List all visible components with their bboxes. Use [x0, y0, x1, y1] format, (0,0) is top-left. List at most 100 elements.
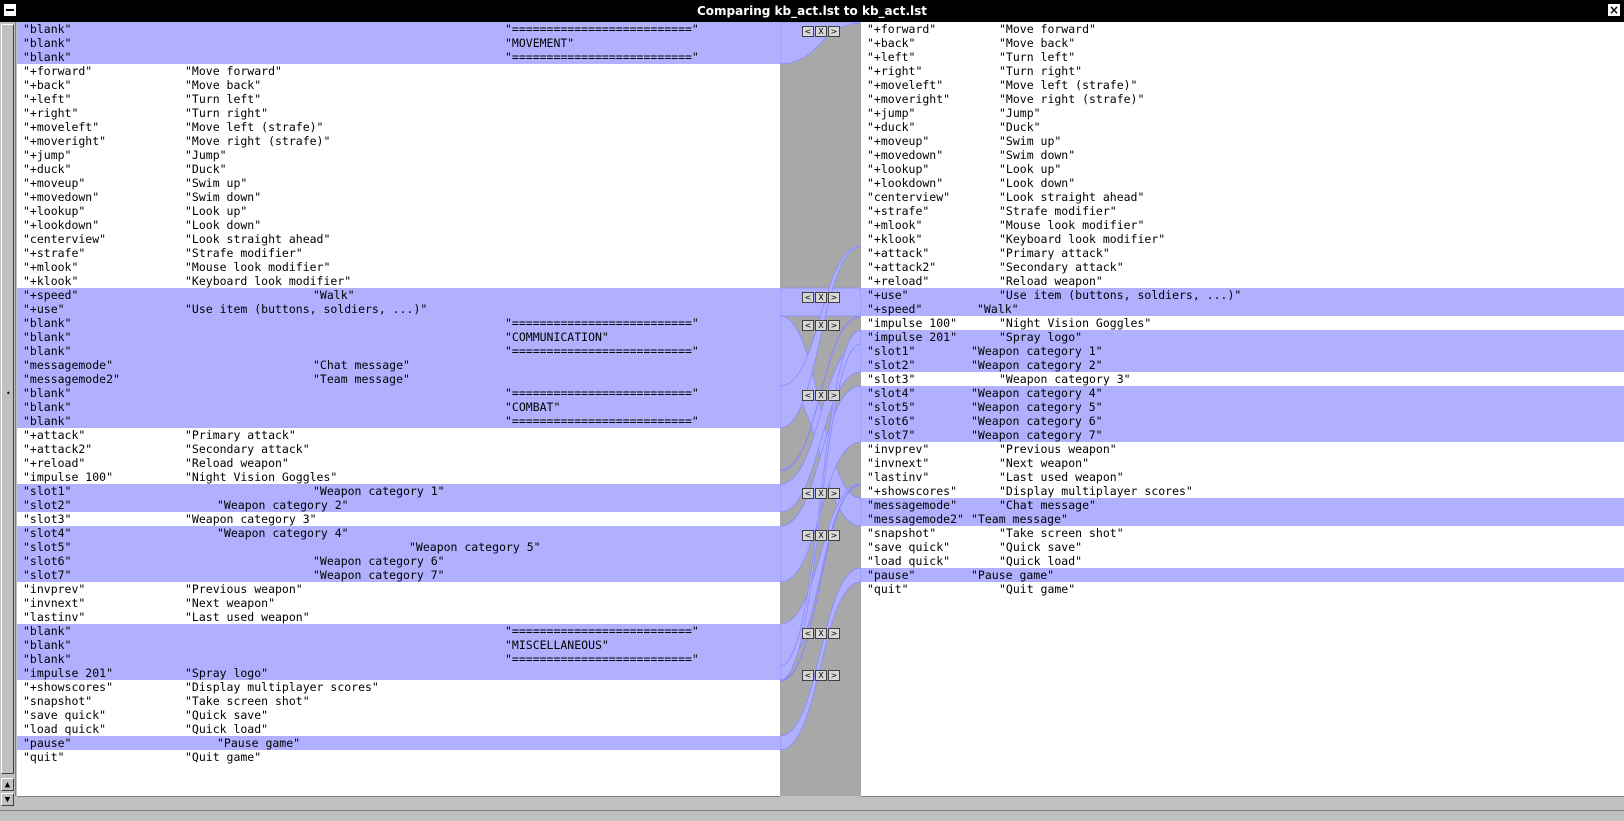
left-line[interactable]: "save quick""Quick save" — [17, 708, 780, 722]
right-line[interactable]: "+showscores""Display multiplayer scores… — [861, 484, 1624, 498]
left-line[interactable]: "invprev""Previous weapon" — [17, 582, 780, 596]
right-line[interactable]: "snapshot""Take screen shot" — [861, 526, 1624, 540]
left-line[interactable]: "slot1""Weapon category 1" — [17, 484, 780, 498]
merge-both-button[interactable]: X — [815, 530, 827, 541]
merge-both-button[interactable]: X — [815, 320, 827, 331]
merge-right-button[interactable]: > — [828, 670, 840, 681]
left-line[interactable]: "+back""Move back" — [17, 78, 780, 92]
right-line[interactable]: "+duck""Duck" — [861, 120, 1624, 134]
right-line[interactable]: "slot4""Weapon category 4" — [861, 386, 1624, 400]
left-line[interactable]: "blank""==========================" — [17, 22, 780, 36]
right-line[interactable]: "+attack""Primary attack" — [861, 246, 1624, 260]
merge-right-button[interactable]: > — [828, 26, 840, 37]
window-menu-button[interactable] — [3, 3, 17, 17]
merge-right-button[interactable]: > — [828, 320, 840, 331]
left-horizontal-scrollbar[interactable] — [17, 796, 780, 810]
left-line[interactable]: "slot2""Weapon category 2" — [17, 498, 780, 512]
left-line[interactable]: "blank""==========================" — [17, 414, 780, 428]
left-line[interactable]: "+reload""Reload weapon" — [17, 456, 780, 470]
left-line[interactable]: "blank""MISCELLANEOUS" — [17, 638, 780, 652]
right-line[interactable]: "+use""Use item (buttons, soldiers, ...)… — [861, 288, 1624, 302]
scroll-up-icon[interactable]: ▲ — [1, 778, 14, 791]
vertical-scrollbar[interactable]: • ▲ ▼ — [0, 22, 16, 806]
right-line[interactable]: "slot2""Weapon category 2" — [861, 358, 1624, 372]
merge-left-button[interactable]: < — [802, 26, 814, 37]
merge-right-button[interactable]: > — [828, 292, 840, 303]
right-line[interactable]: "+mlook""Mouse look modifier" — [861, 218, 1624, 232]
left-line[interactable]: "+lookup""Look up" — [17, 204, 780, 218]
right-line[interactable]: "load quick""Quick load" — [861, 554, 1624, 568]
right-line[interactable]: "+forward""Move forward" — [861, 22, 1624, 36]
right-line[interactable]: "slot1""Weapon category 1" — [861, 344, 1624, 358]
merge-right-button[interactable]: > — [828, 628, 840, 639]
right-line[interactable]: "lastinv""Last used weapon" — [861, 470, 1624, 484]
left-line[interactable]: "+speed""Walk" — [17, 288, 780, 302]
left-line[interactable]: "+moveleft""Move left (strafe)" — [17, 120, 780, 134]
left-line[interactable]: "blank""MOVEMENT" — [17, 36, 780, 50]
left-line[interactable]: "+moveup""Swim up" — [17, 176, 780, 190]
right-line[interactable]: "slot6""Weapon category 6" — [861, 414, 1624, 428]
left-line[interactable]: "blank""==========================" — [17, 316, 780, 330]
left-line[interactable]: "messagemode2""Team message" — [17, 372, 780, 386]
left-line[interactable]: "blank""==========================" — [17, 624, 780, 638]
merge-both-button[interactable]: X — [815, 292, 827, 303]
merge-right-button[interactable]: > — [828, 530, 840, 541]
right-line[interactable]: "+right""Turn right" — [861, 64, 1624, 78]
right-line[interactable]: "impulse 100""Night Vision Goggles" — [861, 316, 1624, 330]
left-line[interactable]: "blank""==========================" — [17, 50, 780, 64]
right-line[interactable]: "invnext""Next weapon" — [861, 456, 1624, 470]
merge-both-button[interactable]: X — [815, 488, 827, 499]
left-line[interactable]: "blank""COMMUNICATION" — [17, 330, 780, 344]
left-line[interactable]: "+lookdown""Look down" — [17, 218, 780, 232]
right-line[interactable]: "+moveleft""Move left (strafe)" — [861, 78, 1624, 92]
close-button[interactable]: × — [1607, 3, 1621, 17]
left-line[interactable]: "+use""Use item (buttons, soldiers, ...)… — [17, 302, 780, 316]
left-line[interactable]: "+showscores""Display multiplayer scores… — [17, 680, 780, 694]
right-line[interactable]: "+reload""Reload weapon" — [861, 274, 1624, 288]
right-line[interactable]: "+movedown""Swim down" — [861, 148, 1624, 162]
scroll-down-icon[interactable]: ▼ — [1, 793, 14, 806]
left-line[interactable]: "blank""==========================" — [17, 386, 780, 400]
left-line[interactable]: "+right""Turn right" — [17, 106, 780, 120]
left-line[interactable]: "slot4""Weapon category 4" — [17, 526, 780, 540]
left-line[interactable]: "invnext""Next weapon" — [17, 596, 780, 610]
left-line[interactable]: "+forward""Move forward" — [17, 64, 780, 78]
right-line[interactable]: "impulse 201""Spray logo" — [861, 330, 1624, 344]
right-file-pane[interactable]: "+forward""Move forward""+back""Move bac… — [861, 22, 1624, 796]
right-line[interactable]: "+klook""Keyboard look modifier" — [861, 232, 1624, 246]
merge-both-button[interactable]: X — [815, 26, 827, 37]
left-line[interactable]: "impulse 100""Night Vision Goggles" — [17, 470, 780, 484]
right-line[interactable]: "+moveup""Swim up" — [861, 134, 1624, 148]
merge-both-button[interactable]: X — [815, 670, 827, 681]
left-line[interactable]: "pause""Pause game" — [17, 736, 780, 750]
right-line[interactable]: "+speed""Walk" — [861, 302, 1624, 316]
right-line[interactable]: "slot3""Weapon category 3" — [861, 372, 1624, 386]
right-line[interactable]: "+back""Move back" — [861, 36, 1624, 50]
left-line[interactable]: "+attack2""Secondary attack" — [17, 442, 780, 456]
scrollbar-thumb[interactable]: • — [1, 24, 14, 774]
right-line[interactable]: "+moveright""Move right (strafe)" — [861, 92, 1624, 106]
right-line[interactable]: "messagemode2""Team message" — [861, 512, 1624, 526]
left-line[interactable]: "blank""COMBAT" — [17, 400, 780, 414]
merge-left-button[interactable]: < — [802, 320, 814, 331]
merge-both-button[interactable]: X — [815, 390, 827, 401]
left-line[interactable]: "snapshot""Take screen shot" — [17, 694, 780, 708]
merge-left-button[interactable]: < — [802, 530, 814, 541]
right-line[interactable]: "pause""Pause game" — [861, 568, 1624, 582]
right-line[interactable]: "+lookdown""Look down" — [861, 176, 1624, 190]
left-line[interactable]: "centerview""Look straight ahead" — [17, 232, 780, 246]
merge-both-button[interactable]: X — [815, 628, 827, 639]
left-line[interactable]: "+attack""Primary attack" — [17, 428, 780, 442]
merge-right-button[interactable]: > — [828, 488, 840, 499]
right-line[interactable]: "slot7""Weapon category 7" — [861, 428, 1624, 442]
left-line[interactable]: "blank""==========================" — [17, 652, 780, 666]
merge-right-button[interactable]: > — [828, 390, 840, 401]
left-line[interactable]: "load quick""Quick load" — [17, 722, 780, 736]
merge-left-button[interactable]: < — [802, 670, 814, 681]
left-line[interactable]: "+jump""Jump" — [17, 148, 780, 162]
right-line[interactable]: "quit""Quit game" — [861, 582, 1624, 596]
right-line[interactable]: "+left""Turn left" — [861, 50, 1624, 64]
left-line[interactable]: "+movedown""Swim down" — [17, 190, 780, 204]
left-line[interactable]: "slot5""Weapon category 5" — [17, 540, 780, 554]
left-line[interactable]: "+duck""Duck" — [17, 162, 780, 176]
